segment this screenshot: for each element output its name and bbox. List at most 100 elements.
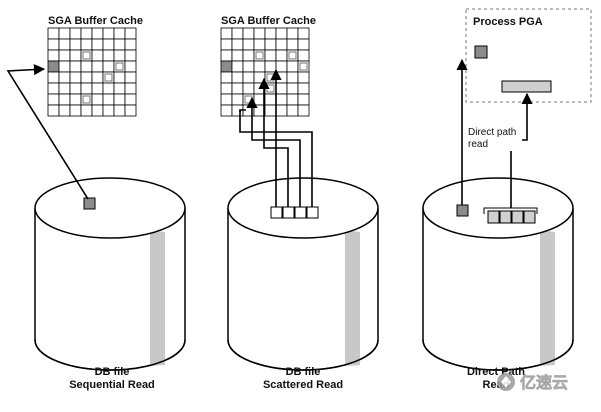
cached-block [255,51,264,60]
grid-cell [275,38,288,51]
disk-blocks-2 [270,206,319,219]
grid-cell [113,38,126,51]
direct-path-label-line2: read [468,139,488,150]
grid-cell [124,82,137,95]
grid-cell [124,71,137,84]
grid-cell [220,49,233,62]
grid-cell [242,71,255,84]
grid-cell [102,27,115,40]
grid-cell [264,49,277,62]
grid-cell [242,38,255,51]
grid-cell [58,27,71,40]
grid-cell [69,71,82,84]
grid-cell [91,38,104,51]
grid-cell [80,38,93,51]
grid-cell [253,27,266,40]
grid-cell [220,104,233,117]
grid-cell [264,38,277,51]
grid-cell [58,38,71,51]
grid-cell [47,27,60,40]
grid-cell [220,93,233,106]
grid-cell [69,49,82,62]
grid-cell [80,104,93,117]
grid-cell [113,104,126,117]
grid-cell [275,49,288,62]
grid-cell [91,93,104,106]
grid-cell [286,38,299,51]
grid-cell [47,82,60,95]
grid-cell [297,93,310,106]
grid-cell [91,71,104,84]
cached-block [82,51,91,60]
grid-cell [58,60,71,73]
panel-3-title: Process PGA [473,16,543,28]
grid-cell [286,71,299,84]
grid-cell [264,93,277,106]
grid-cell [102,60,115,73]
grid-cell [297,27,310,40]
grid-cell [275,82,288,95]
grid-cell [69,60,82,73]
grid-cell [102,38,115,51]
scattered-read-arrows [239,68,313,207]
grid-cell [297,82,310,95]
panel-scattered-read: SGA Buffer Cache DB file Scattered Read [220,15,379,391]
cached-block [82,95,91,104]
grid-cell [124,93,137,106]
grid-cell [113,93,126,106]
grid-cell [124,104,137,117]
direct-path-label-line1: Direct path [468,127,516,138]
cached-block [266,73,275,82]
grid-cell [69,93,82,106]
panel-direct-path-read: Process PGA Direct path read Direct Path… [422,8,592,391]
grid-cell [47,38,60,51]
grid-cell [102,93,115,106]
panel-1-caption-line2: Sequential Read [69,379,155,391]
cylinder-3 [422,177,574,371]
grid-cell [69,104,82,117]
grid-cell [47,93,60,106]
grid-cell [275,93,288,106]
grid-cell [264,27,277,40]
grid-cell [113,49,126,62]
watermark: 亿速云 [497,373,568,392]
panel-1-caption-line1: DB file [95,366,130,378]
pga-buffer [501,80,552,93]
grid-cell [80,82,93,95]
panel-2-title: SGA Buffer Cache [221,15,316,27]
watermark-text: 亿速云 [520,373,568,392]
grid-cell [286,93,299,106]
grid-cell [275,60,288,73]
grid-cell [253,60,266,73]
grid-cell [102,104,115,117]
grid-cell [242,27,255,40]
grid-cell [80,27,93,40]
grid-cell [91,104,104,117]
buffer-cache-grid-1 [47,27,137,117]
grid-cell [286,27,299,40]
buffer-cache-grid-2 [220,27,310,117]
grid-cell [242,60,255,73]
cached-block [299,62,308,71]
grid-cell [91,60,104,73]
sequential-read-arrow [6,63,89,200]
grid-cell [47,104,60,117]
grid-cell [231,82,244,95]
grid-cell [220,71,233,84]
grid-cell [286,82,299,95]
panel-sequential-read: SGA Buffer Cache DB file Sequential Read [6,15,186,391]
grid-cell [91,82,104,95]
grid-cell [113,71,126,84]
grid-cell [286,104,299,117]
disk-block-3 [456,204,469,217]
panel-3-caption-line1: Direct Path [467,366,525,378]
grid-cell [124,60,137,73]
grid-cell [231,93,244,106]
grid-cell [80,60,93,73]
grid-cell [91,49,104,62]
panel-2-caption-line2: Scattered Read [263,379,343,391]
grid-cell [242,49,255,62]
grid-cell [275,104,288,117]
grid-cell [286,60,299,73]
